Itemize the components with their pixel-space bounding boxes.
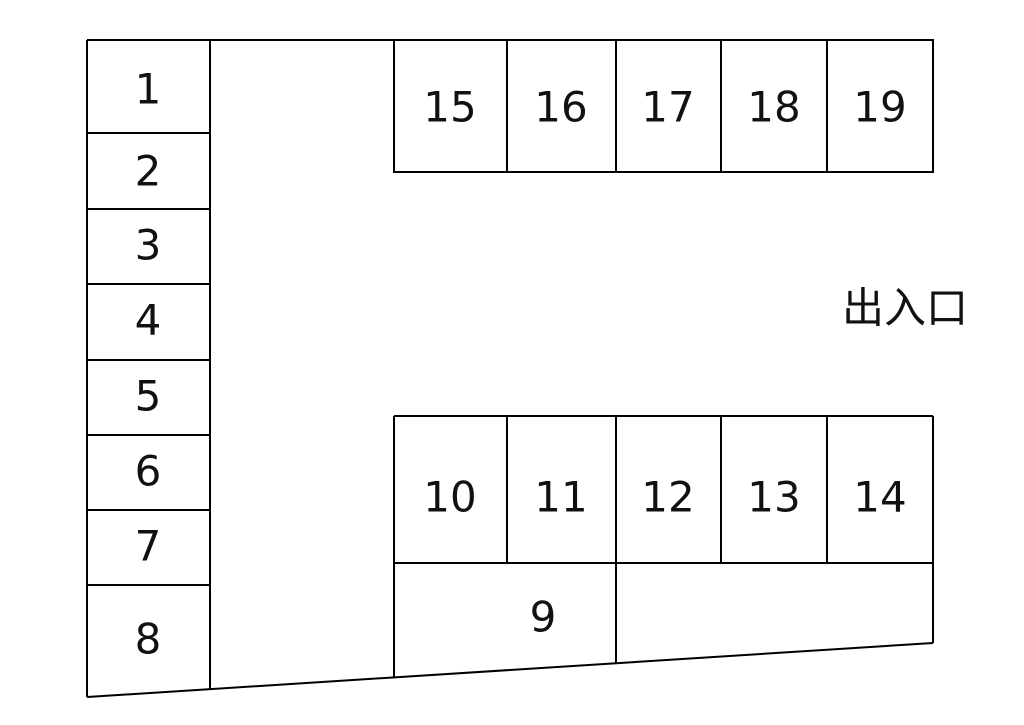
space-18-label: 18	[747, 83, 800, 132]
space-1-label: 1	[135, 65, 162, 114]
space-17-label: 17	[641, 83, 694, 132]
space-7-label: 7	[135, 522, 162, 571]
space-4-label: 4	[135, 296, 162, 345]
left-space-column	[87, 40, 211, 689]
space-3-label: 3	[135, 221, 162, 270]
space-8-label: 8	[135, 615, 162, 664]
space-9-label: 9	[530, 593, 557, 642]
entrance-label: 出入口	[842, 284, 968, 333]
top-row-frame	[393, 39, 934, 173]
space-19-label: 19	[853, 83, 906, 132]
space-14-label: 14	[853, 473, 906, 522]
bottom-space-block	[393, 415, 934, 678]
bottom-boundary	[86, 642, 934, 698]
space-12-label: 12	[641, 473, 694, 522]
space-10-label: 10	[423, 473, 476, 522]
space-6-label: 6	[135, 447, 162, 496]
space-2-label: 2	[135, 147, 162, 196]
space-13-label: 13	[747, 473, 800, 522]
space-5-label: 5	[135, 372, 162, 421]
top-space-row	[393, 39, 934, 173]
space-16-label: 16	[534, 83, 587, 132]
space-15-label: 15	[423, 83, 476, 132]
space-11-label: 11	[534, 473, 587, 522]
lot-outline	[86, 39, 934, 698]
